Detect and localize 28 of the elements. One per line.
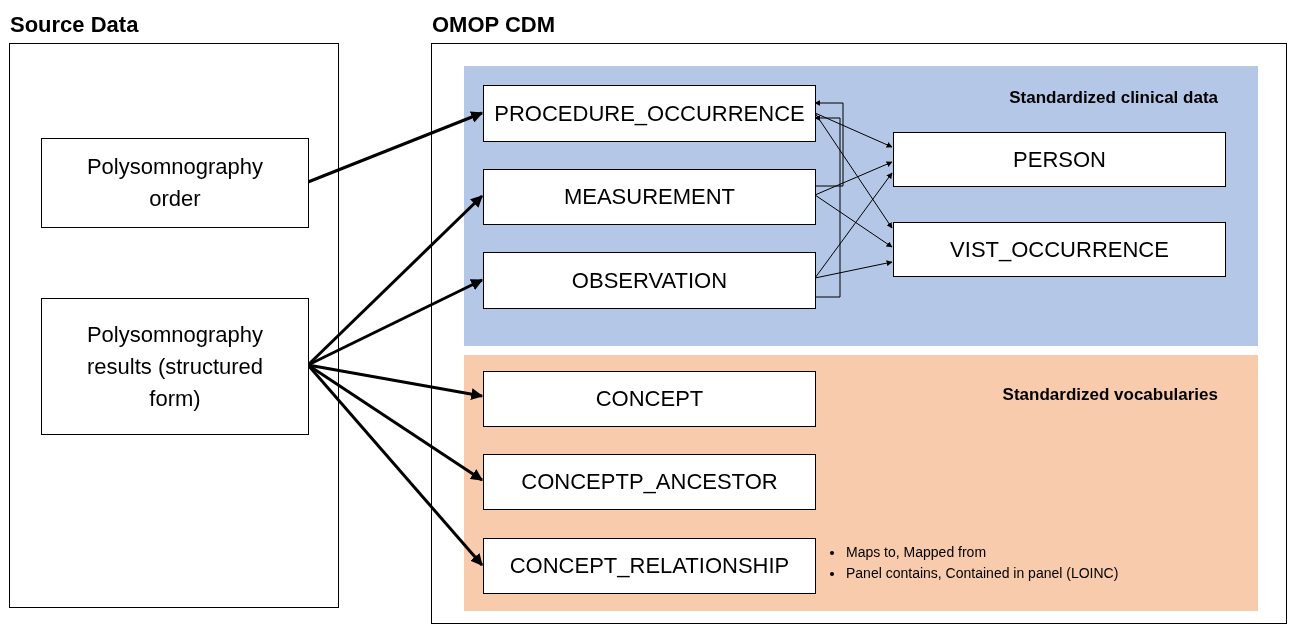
arrow [814, 172, 893, 279]
section-title: Standardized clinical data [1009, 87, 1218, 109]
table-box: VIST_OCCURRENCE [893, 222, 1226, 277]
table-box: OBSERVATION [483, 252, 816, 309]
arrow [814, 115, 841, 298]
section-band [464, 355, 1258, 611]
note-text: Panel contains, Contained in panel (LOINC) [846, 564, 1119, 583]
table-box: Polysomnography order [41, 138, 309, 228]
group-heading: Source Data [10, 11, 139, 39]
table-box: CONCEPTP_ANCESTOR [483, 454, 816, 510]
table-box: PERSON [893, 132, 1226, 187]
table-box: MEASUREMENT [483, 169, 816, 225]
arrow [814, 100, 844, 187]
table-box: CONCEPT [483, 371, 816, 427]
group-heading: OMOP CDM [432, 11, 556, 39]
table-box: CONCEPT_RELATIONSHIP [483, 538, 816, 594]
note-text: Maps to, Mapped from [846, 543, 987, 562]
arrow [306, 364, 484, 566]
section-band [464, 66, 1258, 346]
table-box: PROCEDURE_OCCURRENCE [483, 85, 816, 142]
section-title: Standardized vocabularies [1002, 384, 1218, 406]
arrow [814, 161, 893, 196]
arrow [814, 112, 893, 229]
arrow [814, 112, 893, 148]
arrow [814, 260, 893, 279]
arrow [814, 194, 893, 248]
table-box: Polysomnography results (structured form) [41, 298, 309, 435]
arrow [307, 111, 484, 184]
